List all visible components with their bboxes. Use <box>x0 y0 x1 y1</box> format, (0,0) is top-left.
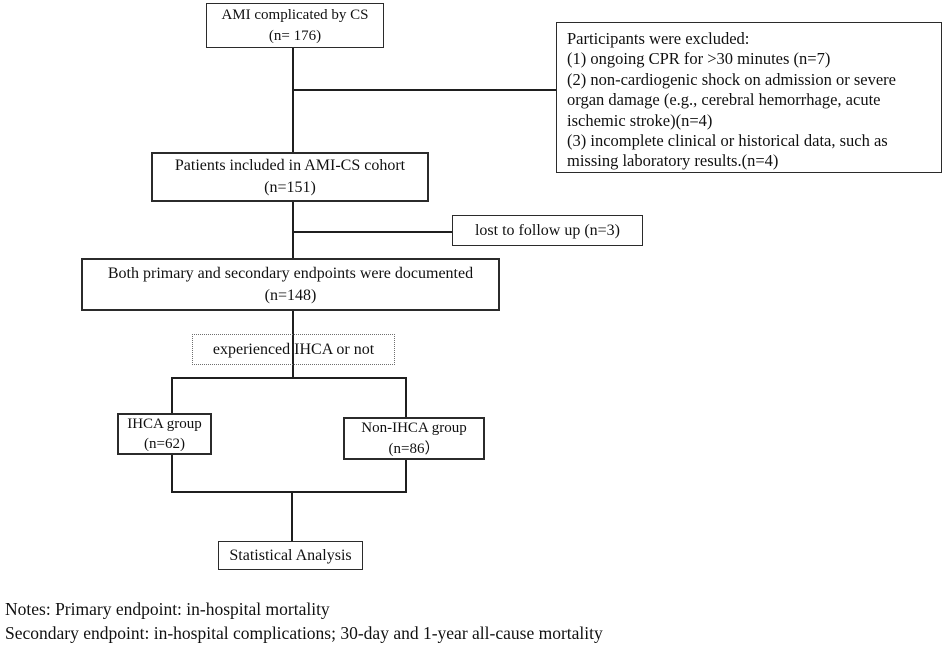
exclusion-line: organ damage (e.g., cerebral hemorrhage,… <box>567 90 881 110</box>
exclusion-line: (1) ongoing CPR for >30 minutes (n=7) <box>567 49 831 69</box>
branch-right-down <box>405 377 407 418</box>
box-ami-cs: AMI complicated by CS (n= 176) <box>206 3 384 48</box>
exclusion-line: (2) non-cardiogenic shock on admission o… <box>567 69 896 89</box>
exclusion-line: Participants were excluded: <box>567 29 750 48</box>
connector-to-exclusion <box>293 89 557 91</box>
connector-top-to-cohort <box>292 48 294 152</box>
connector-cohort-to-endpoints <box>292 202 294 258</box>
box-non-ihca-group-line2: (n=86） <box>388 440 440 457</box>
box-endpoints-line1: Both primary and secondary endpoints wer… <box>107 264 474 282</box>
box-exclusion-criteria: Participants were excluded: (1) ongoing … <box>556 22 942 173</box>
box-cohort: Patients included in AMI-CS cohort (n=15… <box>151 152 429 202</box>
connector-to-lost <box>293 231 453 233</box>
footnotes: Notes: Primary endpoint: in-hospital mor… <box>5 598 603 645</box>
connector-endpoints-to-branch <box>292 311 294 379</box>
box-lost-followup: lost to follow up (n=3) <box>452 215 643 246</box>
box-ihca-group-line2: (n=62) <box>144 436 185 452</box>
box-endpoints-documented: Both primary and secondary endpoints wer… <box>81 258 500 311</box>
box-ihca-question-label: experienced IHCA or not <box>212 340 375 358</box>
box-cohort-line2: (n=151) <box>264 179 316 196</box>
merge-right-down <box>405 460 407 493</box>
merge-left-down <box>171 455 173 493</box>
merge-bottom-horizontal <box>171 491 407 493</box>
box-statistical-analysis: Statistical Analysis <box>218 541 363 570</box>
box-non-ihca-group-line1: Non-IHCA group <box>361 420 467 437</box>
box-lost-followup-label: lost to follow up (n=3) <box>474 221 620 239</box>
box-ami-cs-line1: AMI complicated by CS <box>221 7 369 24</box>
box-ami-cs-line2: (n= 176) <box>268 27 322 44</box>
box-ihca-group-line1: IHCA group <box>127 415 202 432</box>
branch-left-down <box>171 377 173 414</box>
footnote-primary-endpoint: Notes: Primary endpoint: in-hospital mor… <box>5 599 330 619</box>
box-statistical-analysis-label: Statistical Analysis <box>229 546 352 564</box>
branch-top-horizontal <box>171 377 407 379</box>
box-cohort-line1: Patients included in AMI-CS cohort <box>174 157 406 175</box>
box-non-ihca-group: Non-IHCA group (n=86） <box>343 417 485 460</box>
footnote-secondary-endpoint: Secondary endpoint: in-hospital complica… <box>5 622 603 643</box>
exclusion-line: (3) incomplete clinical or historical da… <box>567 131 888 151</box>
connector-to-stats <box>291 491 293 541</box>
exclusion-line: missing laboratory results.(n=4) <box>567 151 779 171</box>
box-endpoints-line2: (n=148) <box>264 286 317 304</box>
box-ihca-question: experienced IHCA or not <box>192 334 395 365</box>
box-ihca-group: IHCA group (n=62) <box>117 413 212 455</box>
exclusion-line: ischemic stroke)(n=4) <box>567 110 713 130</box>
